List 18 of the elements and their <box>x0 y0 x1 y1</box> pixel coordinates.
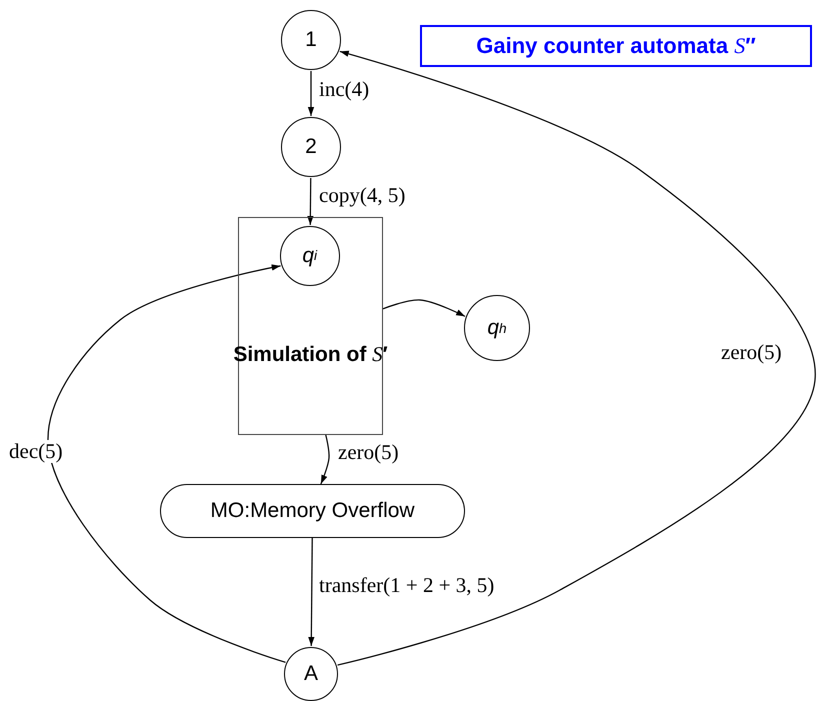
arrow <box>308 71 314 116</box>
arrow <box>320 434 330 484</box>
arrow <box>307 178 314 225</box>
edge-label: transfer(1 + 2 + 3, 5) <box>318 574 496 598</box>
state-circle: A <box>284 647 338 701</box>
arrow <box>382 299 466 317</box>
state-circle: 1 <box>281 10 341 70</box>
state-circle: 2 <box>281 117 341 177</box>
diagram-title: Gainy counter automata S″ <box>476 33 756 59</box>
edge-label: zero(5) <box>337 441 400 464</box>
edge-label: dec(5) <box>8 440 64 464</box>
arrow <box>47 264 286 663</box>
arrow <box>337 50 816 666</box>
edge-label: inc(4) <box>318 78 370 102</box>
edge-label: zero(5) <box>720 341 783 364</box>
arrow <box>308 538 314 646</box>
edge-label: copy(4, 5) <box>318 184 406 208</box>
state-box: MO:Memory Overflow <box>160 484 465 538</box>
